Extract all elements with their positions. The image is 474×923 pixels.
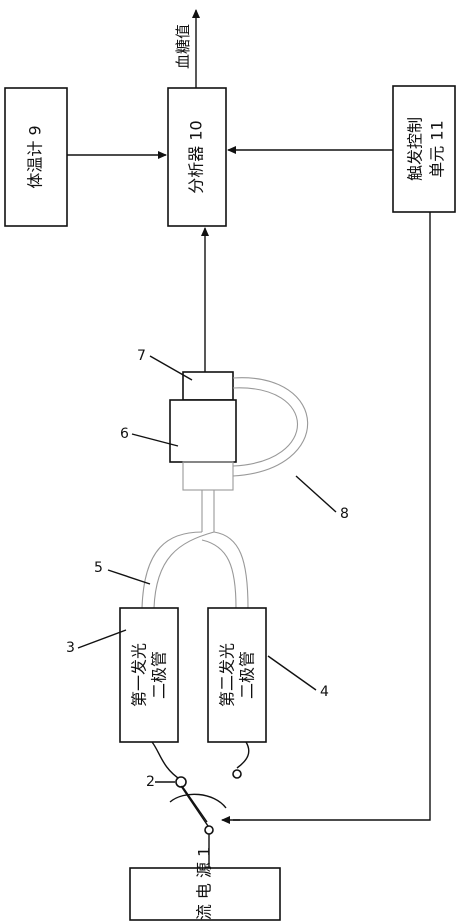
analyzer-box [167, 87, 227, 227]
callout-line-5 [107, 569, 151, 585]
reference-fiber-loop-8 [232, 377, 309, 477]
thermometer-box [4, 87, 68, 227]
output-label: 血糖值 [174, 24, 192, 69]
callout-4: 4 [320, 684, 329, 700]
reference-fiber-loop-8-inner [232, 387, 299, 467]
callout-2: 2 [146, 774, 155, 790]
switch-lever [180, 785, 209, 827]
callout-7: 7 [137, 348, 146, 364]
coupler-block [182, 461, 234, 491]
fiber-branch-led1-outer [141, 531, 203, 609]
sample-holder-6 [169, 399, 237, 463]
switch-to-led1-wire [151, 741, 182, 781]
detector-7 [182, 371, 234, 401]
thermometer-label: 体温计 9 [26, 125, 45, 188]
fiber-branch-led2-outer [213, 531, 249, 609]
led1-label-line2: 二极管 [150, 651, 169, 699]
trigger-to-switch-line [233, 212, 431, 821]
callout-8: 8 [340, 506, 349, 522]
analyzer-label: 分析器 10 [187, 120, 206, 193]
callout-5: 5 [94, 560, 103, 576]
power-supply-label: 稳 流 电 源 1 [195, 847, 214, 923]
callout-line-6 [131, 433, 179, 447]
switch-pivot [204, 825, 214, 835]
led2-box [207, 607, 267, 743]
trigger-label-line1: 触发控制 [406, 117, 425, 181]
trigger-control-box [392, 85, 456, 213]
led1-label-line1: 第一发光 [130, 643, 149, 707]
led2-label-line1: 第二发光 [218, 643, 237, 707]
fiber-branch-led1-inner [153, 531, 215, 609]
power-supply-box [129, 867, 281, 921]
switch-to-led2-wire [236, 741, 250, 769]
callout-6: 6 [120, 426, 129, 442]
switch-lever-inner [181, 785, 208, 823]
led2-label-line2: 二极管 [238, 651, 257, 699]
fiber-branch-led2-inner [201, 539, 237, 609]
switch-contact-2 [232, 769, 242, 779]
callout-line-8 [295, 475, 337, 513]
switch-contact-1 [175, 776, 187, 788]
switch-rotation-arc [169, 793, 227, 809]
callout-line-4 [267, 655, 317, 691]
callout-line-7 [149, 355, 193, 381]
callout-3: 3 [66, 640, 75, 656]
trigger-label-line2: 单元 11 [428, 120, 447, 177]
led1-box [119, 607, 179, 743]
callout-line-3 [77, 629, 127, 649]
